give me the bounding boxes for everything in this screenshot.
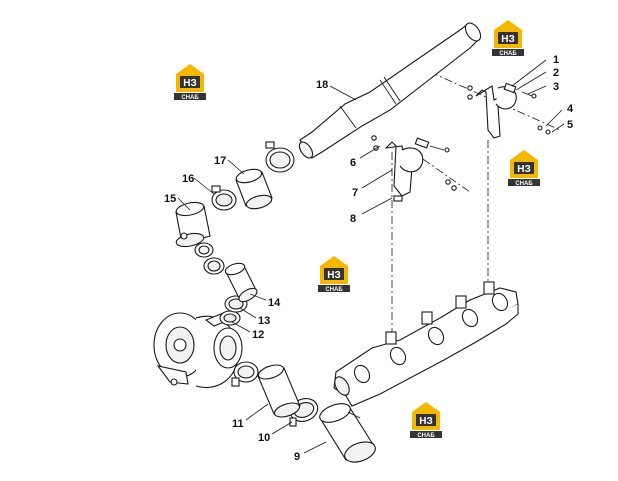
callout-numbers: 1 2 3 4 5 6 7 8 9 10 11 12 13 14 15 16 1… <box>164 54 574 463</box>
sleeve-11 <box>257 364 301 418</box>
watermark-logo: НЗ СНАБ <box>318 256 350 293</box>
watermark-logo: НЗ СНАБ <box>492 20 524 57</box>
callout-1: 1 <box>553 54 559 66</box>
callout-16: 16 <box>182 173 194 185</box>
callout-17: 17 <box>214 155 226 167</box>
outlet-pipe-9 <box>319 403 376 463</box>
bellows-15 <box>175 201 211 248</box>
turbo-outlet-clamp <box>231 361 259 387</box>
callout-8: 8 <box>350 213 356 225</box>
svg-text:СНАБ: СНАБ <box>325 287 343 293</box>
bracket-clamp-upper <box>467 82 551 139</box>
callout-15: 15 <box>164 193 176 205</box>
svg-text:СНАБ: СНАБ <box>417 433 435 439</box>
callout-11: 11 <box>232 418 244 430</box>
svg-text:СНАБ: СНАБ <box>515 181 533 187</box>
gasket-12 <box>219 310 241 326</box>
svg-text:НЗ: НЗ <box>327 270 341 281</box>
watermark-logo: НЗ СНАБ <box>410 402 442 439</box>
callout-4: 4 <box>567 103 574 115</box>
watermark-logo: НЗ СНАБ <box>508 150 540 187</box>
callout-12: 12 <box>252 329 264 341</box>
elbow-14 <box>224 262 258 303</box>
exhaust-manifold <box>333 281 519 407</box>
svg-text:СНАБ: СНАБ <box>499 51 517 57</box>
clamp-16 <box>211 185 237 211</box>
turbocharger <box>153 311 243 388</box>
callout-10: 10 <box>258 432 270 444</box>
svg-text:НЗ: НЗ <box>517 164 531 175</box>
callout-18: 18 <box>316 79 328 91</box>
callout-5: 5 <box>567 119 573 131</box>
svg-text:НЗ: НЗ <box>183 78 197 89</box>
ring-mid <box>194 242 214 258</box>
bracket-clamp-lower <box>371 135 457 202</box>
leader-lines <box>177 59 565 454</box>
watermark-logo: НЗ СНАБ <box>174 64 206 101</box>
svg-text:НЗ: НЗ <box>501 34 515 45</box>
callout-9: 9 <box>294 451 300 463</box>
callout-14: 14 <box>268 297 281 309</box>
clamp-pipe-end <box>265 141 295 173</box>
callout-13: 13 <box>258 315 270 327</box>
callout-7: 7 <box>352 187 358 199</box>
exhaust-pipe-18 <box>298 22 482 159</box>
sleeve-17 <box>235 168 273 210</box>
svg-text:НЗ: НЗ <box>419 416 433 427</box>
callout-6: 6 <box>350 157 356 169</box>
callout-3: 3 <box>553 81 559 93</box>
svg-text:СНАБ: СНАБ <box>181 95 199 101</box>
callout-2: 2 <box>553 67 559 79</box>
clamp-mid <box>203 257 225 275</box>
